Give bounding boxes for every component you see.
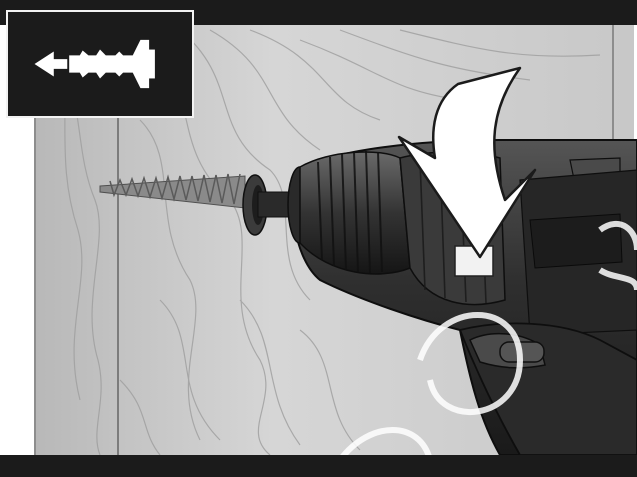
bottom-frame-bar (0, 455, 637, 477)
screw-direction-icon-box (6, 10, 194, 118)
screw-direction-icon (35, 40, 155, 88)
